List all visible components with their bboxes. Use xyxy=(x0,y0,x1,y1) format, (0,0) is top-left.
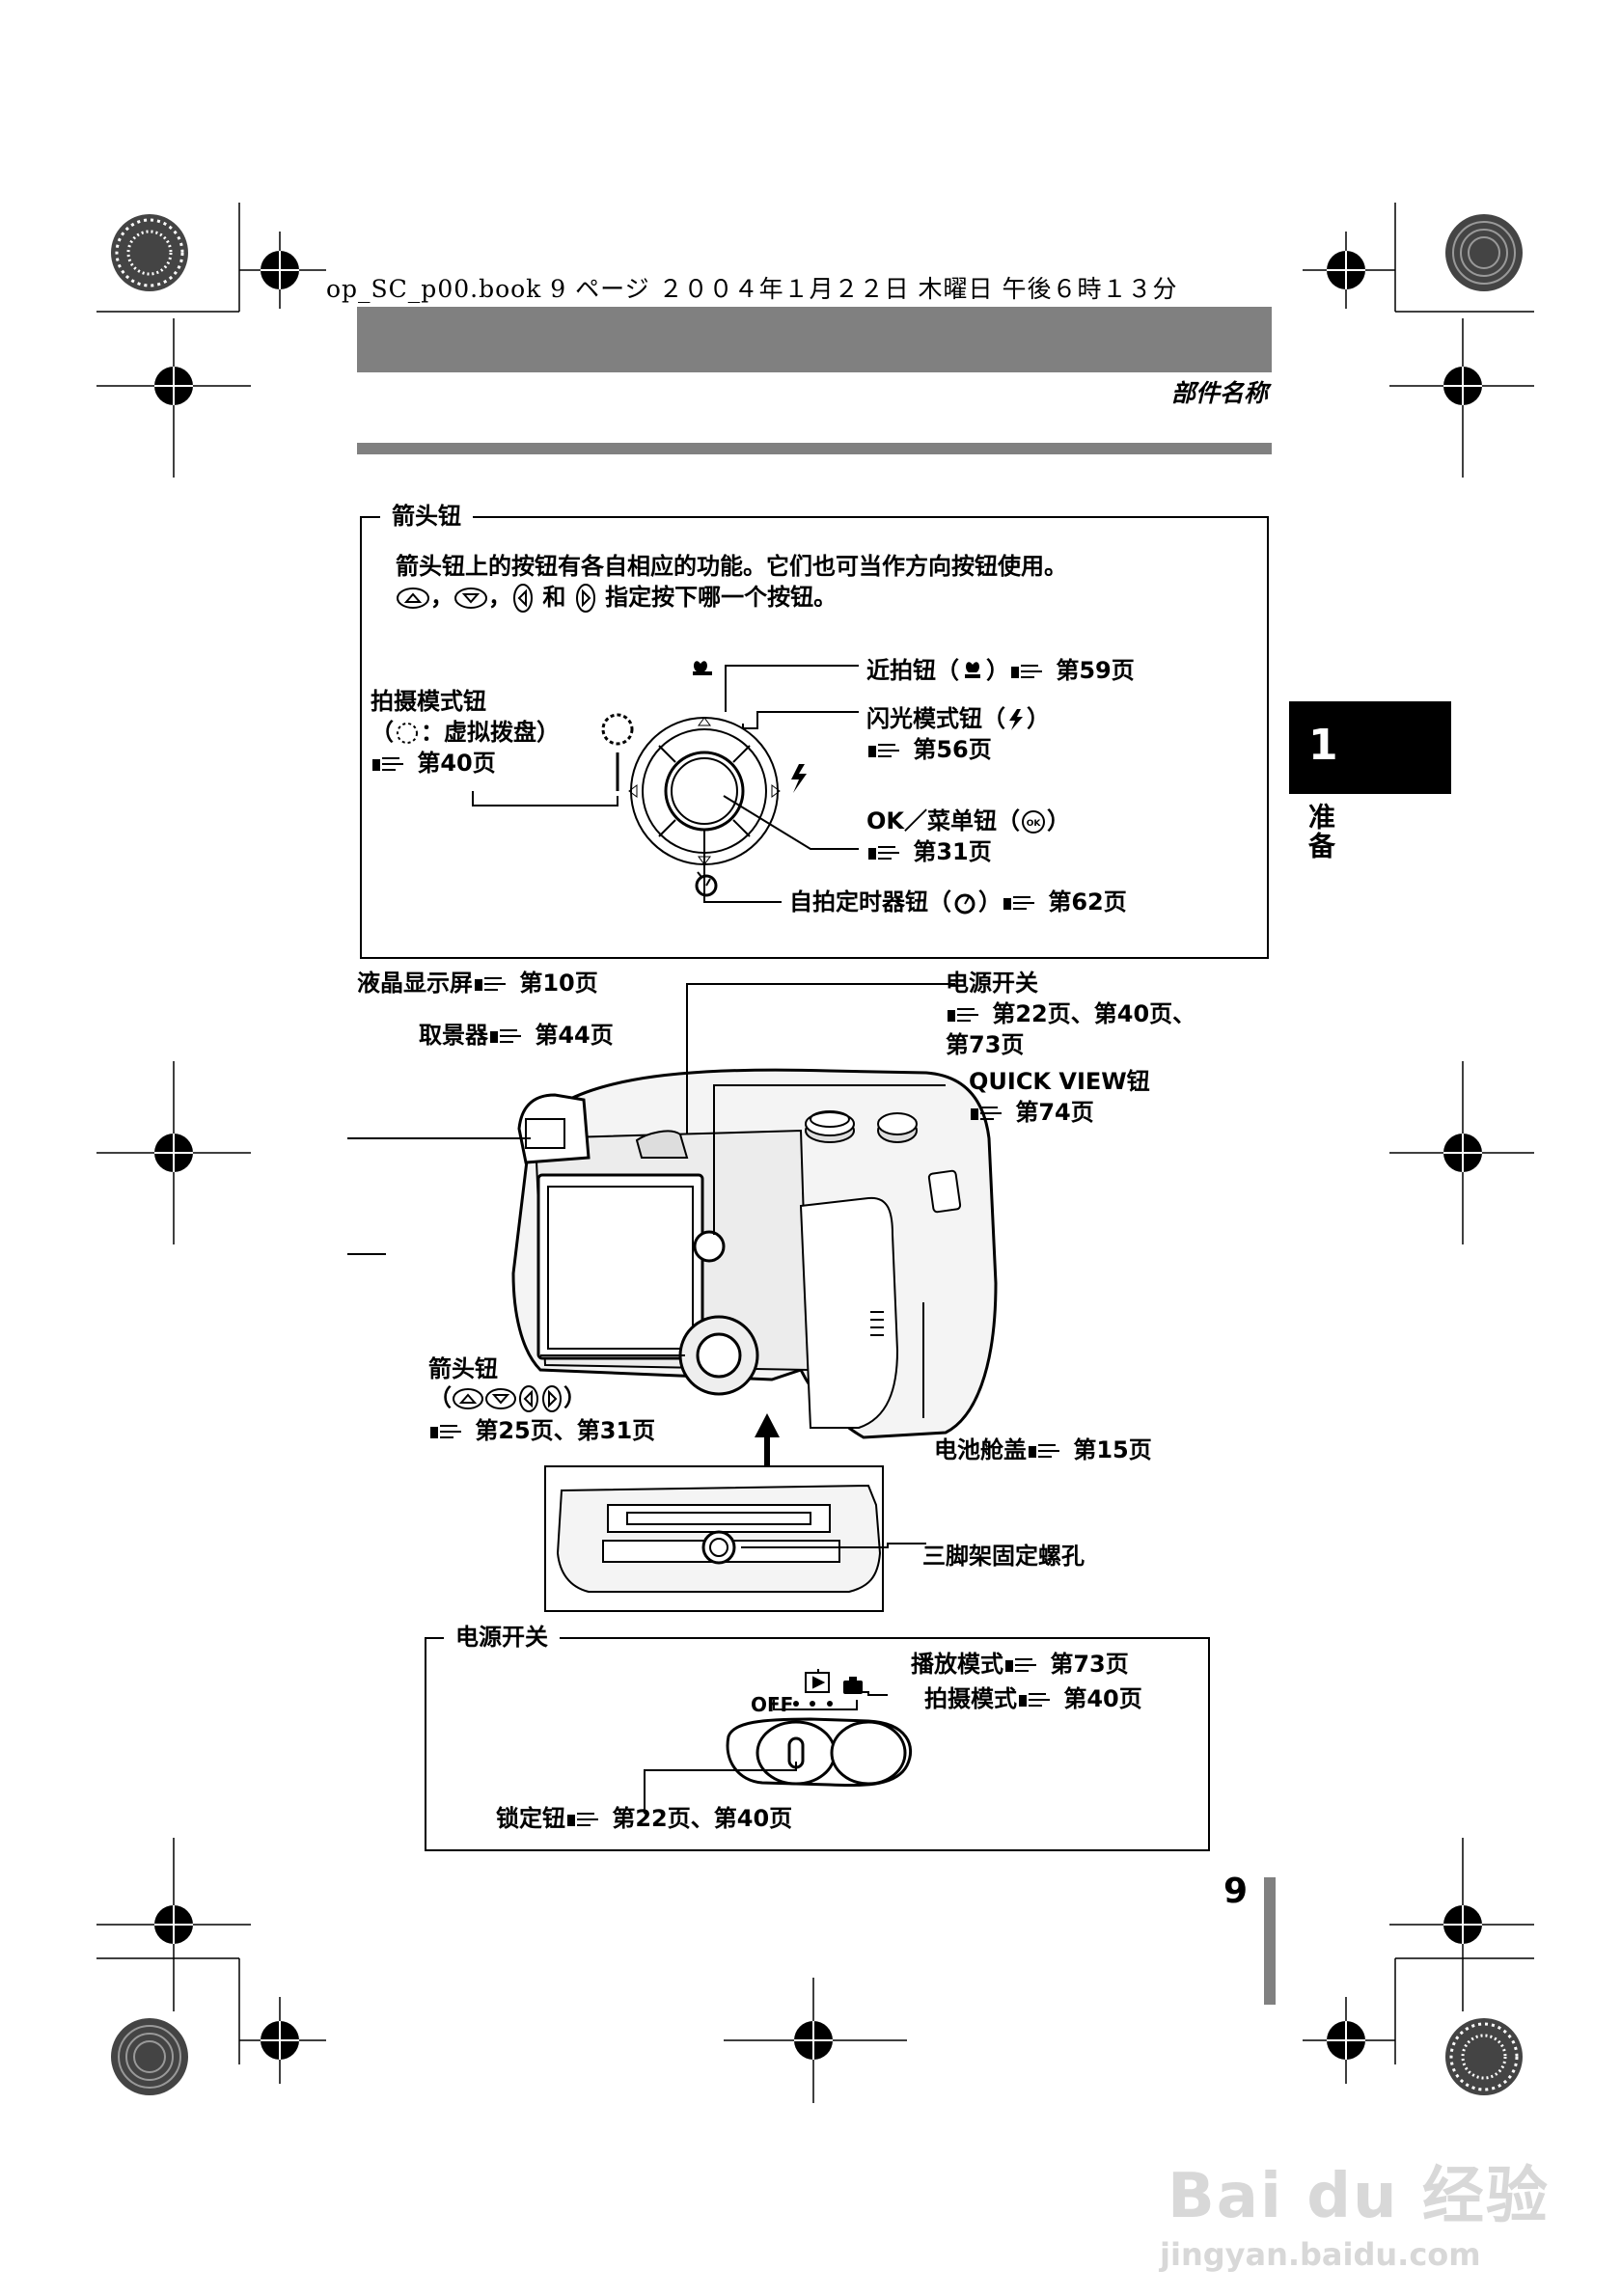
self-timer-callout: 自拍定时器钮（） 第62页 xyxy=(789,888,1127,916)
power-switch-diagram xyxy=(644,1669,913,1814)
play-mode-label: 播放模式 第73页 xyxy=(911,1651,1129,1678)
battery-cover-label: 电池舱盖 第15页 xyxy=(934,1436,1152,1463)
page-ref-icon xyxy=(948,1008,978,1022)
right-arrow-key-icon xyxy=(575,584,595,613)
down-arrow-key-icon xyxy=(454,588,487,609)
page-number: 9 xyxy=(1223,1872,1249,1911)
left-arrow-key-icon xyxy=(519,1385,538,1412)
quick-view-label: QUICK VIEW钮 xyxy=(969,1068,1150,1095)
page-ref-icon xyxy=(1019,1693,1050,1707)
page-ref-icon xyxy=(1011,665,1042,678)
shoot-mode-sub: （：虚拟拨盘） xyxy=(371,719,560,746)
macro-icon xyxy=(965,662,980,678)
flash-icon xyxy=(1009,709,1023,730)
page-ref-icon xyxy=(868,846,899,860)
file-info-line: op_SC_p00.book 9 ページ ２００４年１月２２日 木曜日 午後６時… xyxy=(326,275,1178,303)
up-arrow-key-icon xyxy=(397,588,429,609)
down-arrow-key-icon xyxy=(485,1388,516,1409)
page-ref-icon xyxy=(430,1425,461,1438)
macro-callout: 近拍钮（） 第59页 xyxy=(866,657,1135,684)
page-ref-icon xyxy=(1029,1444,1059,1458)
page-ref-icon xyxy=(971,1107,1002,1120)
ok-menu-callout: OK／菜单钮（OK） xyxy=(866,807,1070,834)
page-ref-icon xyxy=(868,744,899,757)
power-switch-box xyxy=(425,1637,1210,1851)
flash-icon xyxy=(791,764,807,793)
off-label: OFF xyxy=(751,1693,794,1716)
arrow-box-title: 箭头钮 xyxy=(380,502,473,531)
arrow-pad-label: 箭头钮 xyxy=(428,1355,498,1382)
chapter-label: 准备 xyxy=(1305,803,1336,861)
header-gray-bar xyxy=(357,307,1272,372)
flash-ref: 第56页 xyxy=(866,735,992,764)
arrow-pad-ref: 第25页、第31页 xyxy=(428,1416,655,1445)
ok-menu-icon: OK xyxy=(1022,810,1045,834)
flash-callout: 闪光模式钮（） xyxy=(866,705,1050,732)
camera-diagram xyxy=(347,983,998,1612)
virtual-dial-icon xyxy=(397,723,418,744)
page-ref-icon xyxy=(372,757,403,771)
header-rule xyxy=(357,443,1272,454)
arrow-desc-line2: ，， 和 指定按下哪一个按钮。 xyxy=(396,583,837,614)
svg-text:OK: OK xyxy=(1027,819,1042,829)
baidu-watermark: Bai du 经验 xyxy=(1168,2161,1550,2232)
power-switch-label: 电源开关 xyxy=(946,970,1038,997)
shoot-mode-title: 拍摄模式钮 xyxy=(371,688,486,715)
chapter-tab[interactable]: 1 xyxy=(1289,701,1451,794)
power-box-title: 电源开关 xyxy=(444,1623,560,1652)
page-number-bar xyxy=(1264,1877,1276,2005)
arrow-pad-icons: （） xyxy=(428,1384,587,1412)
chapter-number: 1 xyxy=(1308,721,1338,770)
left-arrow-key-icon xyxy=(513,584,533,613)
page-ref-icon xyxy=(475,977,506,991)
page-ref-icon xyxy=(1005,1658,1036,1672)
viewfinder-label: 取景器 第44页 xyxy=(419,1022,614,1049)
section-title: 部件名称 xyxy=(1171,379,1269,407)
shoot-mode-label: 拍摄模式 第40页 xyxy=(924,1685,1142,1712)
arrow-pad-diagram xyxy=(472,661,859,903)
power-switch-ref1: 第22页、第40页、 xyxy=(946,999,1195,1028)
ok-menu-ref: 第31页 xyxy=(866,837,992,866)
lock-button-label: 锁定钮 第22页、第40页 xyxy=(496,1805,793,1832)
arrow-button-box xyxy=(360,516,1269,959)
tripod-socket-label: 三脚架固定螺孔 xyxy=(922,1543,1085,1570)
page-ref-icon xyxy=(1003,896,1034,910)
up-arrow-key-icon xyxy=(453,1388,483,1409)
page-ref-icon xyxy=(490,1029,521,1043)
macro-icon xyxy=(693,661,712,675)
baidu-watermark-url: jingyan.baidu.com xyxy=(1160,2236,1481,2273)
shoot-mode-ref: 第40页 xyxy=(371,749,496,778)
self-timer-icon xyxy=(954,893,975,915)
quick-view-ref: 第74页 xyxy=(969,1098,1094,1127)
right-arrow-key-icon xyxy=(542,1385,562,1412)
page-ref-icon xyxy=(567,1813,598,1826)
lcd-label: 液晶显示屏 第10页 xyxy=(357,970,598,997)
power-switch-ref2: 第73页 xyxy=(946,1031,1025,1058)
arrow-desc-line1: 箭头钮上的按钮有各自相应的功能。它们也可当作方向按钮使用。 xyxy=(396,553,1067,580)
self-timer-icon xyxy=(695,871,718,897)
